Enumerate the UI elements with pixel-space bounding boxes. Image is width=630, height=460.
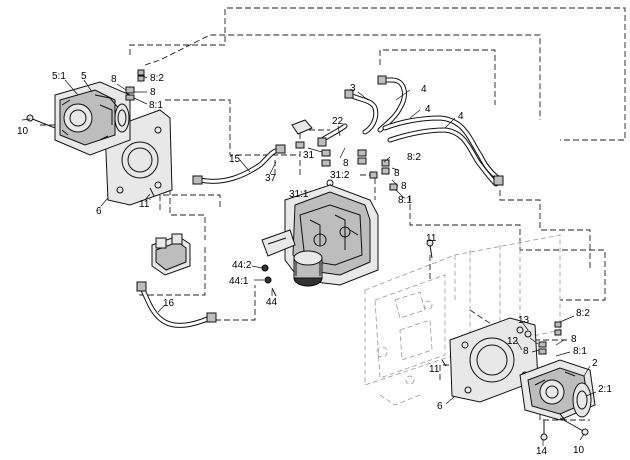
callout-2-1: 2:1 xyxy=(598,384,612,395)
callout-8: 8 xyxy=(401,181,407,192)
callout-8: 8 xyxy=(571,334,577,345)
callout-44-1: 44:1 xyxy=(229,276,249,287)
callout-8: 8 xyxy=(150,87,156,98)
callout-8: 8 xyxy=(111,74,117,85)
callout-8-1: 8:1 xyxy=(149,100,163,111)
callout-8: 8 xyxy=(523,346,529,357)
callout-11: 11 xyxy=(426,233,437,244)
callout-5: 5 xyxy=(81,71,87,82)
valve-and-hose-16 xyxy=(136,233,217,328)
callout-8-2: 8:2 xyxy=(407,152,421,163)
callout-31-2: 31:2 xyxy=(330,170,350,181)
callout-8: 8 xyxy=(343,158,349,169)
callout-37: 37 xyxy=(265,173,277,184)
pump-assembly-upper-left xyxy=(21,69,173,207)
callout-13: 13 xyxy=(518,315,530,326)
callout-8-1: 8:1 xyxy=(398,195,412,206)
callout-6: 6 xyxy=(437,401,443,412)
callout-10: 10 xyxy=(573,445,585,456)
callout-10: 10 xyxy=(17,126,29,137)
callout-22: 22 xyxy=(332,116,344,127)
callout-8-1: 8:1 xyxy=(573,346,587,357)
callout-8-2: 8:2 xyxy=(150,73,164,84)
callout-4: 4 xyxy=(421,84,427,95)
pump-assembly-lower-right xyxy=(515,315,597,446)
callout-4: 4 xyxy=(458,111,464,122)
callout-14: 14 xyxy=(536,446,548,457)
callout-15: 15 xyxy=(229,154,241,165)
callout-4: 4 xyxy=(425,104,431,115)
callout-11: 11 xyxy=(429,364,440,375)
callout-6: 6 xyxy=(96,206,102,217)
callout-12: 12 xyxy=(507,336,519,347)
hoses-center xyxy=(192,75,504,199)
hydrostatic-pump-center xyxy=(251,184,379,297)
callout-16: 16 xyxy=(163,298,175,309)
callout-labels: 5:1 5 8 8:2 8 8:1 10 6 11 3 4 4 4 22 15 … xyxy=(17,71,612,457)
callout-44: 44 xyxy=(266,297,278,308)
callout-11: 11 xyxy=(139,199,150,210)
callout-44-2: 44:2 xyxy=(232,260,252,271)
callout-3: 3 xyxy=(350,83,356,94)
callout-8: 8 xyxy=(394,168,400,179)
callout-5-1: 5:1 xyxy=(52,71,66,82)
callout-8-2: 8:2 xyxy=(576,308,590,319)
callout-31: 31 xyxy=(303,150,315,161)
callout-2: 2 xyxy=(592,358,598,369)
callout-31-1: 31:1 xyxy=(289,189,309,200)
